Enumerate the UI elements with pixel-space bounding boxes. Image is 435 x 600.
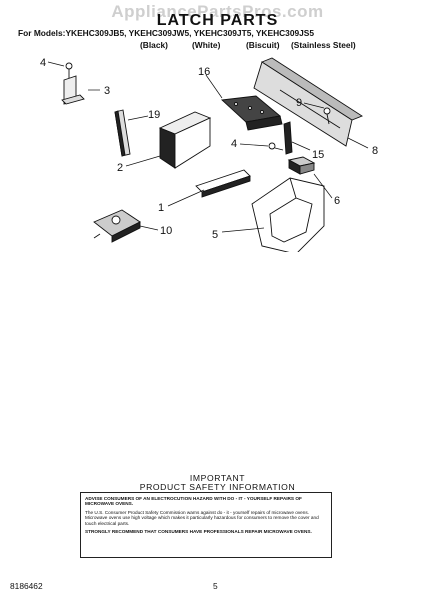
page-number: 5 bbox=[213, 581, 218, 591]
safety-heading-info: PRODUCT SAFETY INFORMATION bbox=[139, 482, 296, 492]
callout-4a: 4 bbox=[40, 57, 46, 69]
callout-9: 9 bbox=[296, 97, 302, 109]
part-cover-2 bbox=[158, 111, 212, 169]
part-plate-5 bbox=[251, 177, 325, 252]
part-block-6 bbox=[287, 156, 316, 175]
part-latch-16 bbox=[220, 95, 283, 131]
part-bracket-3 bbox=[61, 75, 85, 105]
safety-heading-important: IMPORTANT bbox=[189, 473, 246, 483]
safety-warning-2: The U.S. Consumer Product Safety Commiss… bbox=[85, 509, 319, 526]
safety-warning-3: STRONGLY RECOMMEND THAT CONSUMERS HAVE P… bbox=[85, 529, 312, 535]
callout-6: 6 bbox=[334, 195, 340, 207]
finish-stainless: (Stainless Steel) bbox=[291, 40, 356, 50]
parts-diagram: 4 3 16 9 19 2 4 15 8 1 6 5 10 bbox=[40, 57, 378, 252]
safety-warning-1: ADVISE CONSUMERS OF AN ELECTROCUTION HAZ… bbox=[85, 496, 302, 507]
part-bracket-8 bbox=[253, 57, 363, 147]
part-screw-4a bbox=[65, 62, 73, 78]
finish-biscuit: (Biscuit) bbox=[246, 40, 280, 50]
callout-4b: 4 bbox=[231, 138, 237, 150]
callout-15: 15 bbox=[312, 149, 324, 161]
safety-heading: IMPORTANT PRODUCT SAFETY INFORMATION bbox=[0, 474, 435, 492]
doc-number: 8186462 bbox=[10, 581, 43, 591]
callout-2: 2 bbox=[117, 162, 123, 174]
callout-16: 16 bbox=[198, 66, 210, 78]
finish-black: (Black) bbox=[140, 40, 168, 50]
safety-box: ADVISE CONSUMERS OF AN ELECTROCUTION HAZ… bbox=[80, 492, 332, 558]
models-line: For Models:YKEHC309JB5, YKEHC309JW5, YKE… bbox=[18, 28, 315, 38]
part-strip-1 bbox=[195, 169, 251, 198]
callout-1: 1 bbox=[158, 202, 164, 214]
part-strip-19 bbox=[114, 109, 131, 157]
part-screw-9 bbox=[323, 107, 331, 125]
callout-3: 3 bbox=[104, 85, 110, 97]
part-clip-15 bbox=[283, 121, 293, 155]
callout-5: 5 bbox=[212, 229, 218, 241]
watermark: AppliancePartsPros.com bbox=[111, 2, 324, 21]
callout-8: 8 bbox=[372, 145, 378, 157]
page-title: LATCH PARTS bbox=[156, 12, 279, 29]
part-switch-10 bbox=[93, 209, 141, 243]
part-screw-4b bbox=[268, 142, 284, 151]
callout-19: 19 bbox=[148, 109, 160, 121]
finish-white: (White) bbox=[192, 40, 221, 50]
callout-10: 10 bbox=[160, 225, 172, 237]
